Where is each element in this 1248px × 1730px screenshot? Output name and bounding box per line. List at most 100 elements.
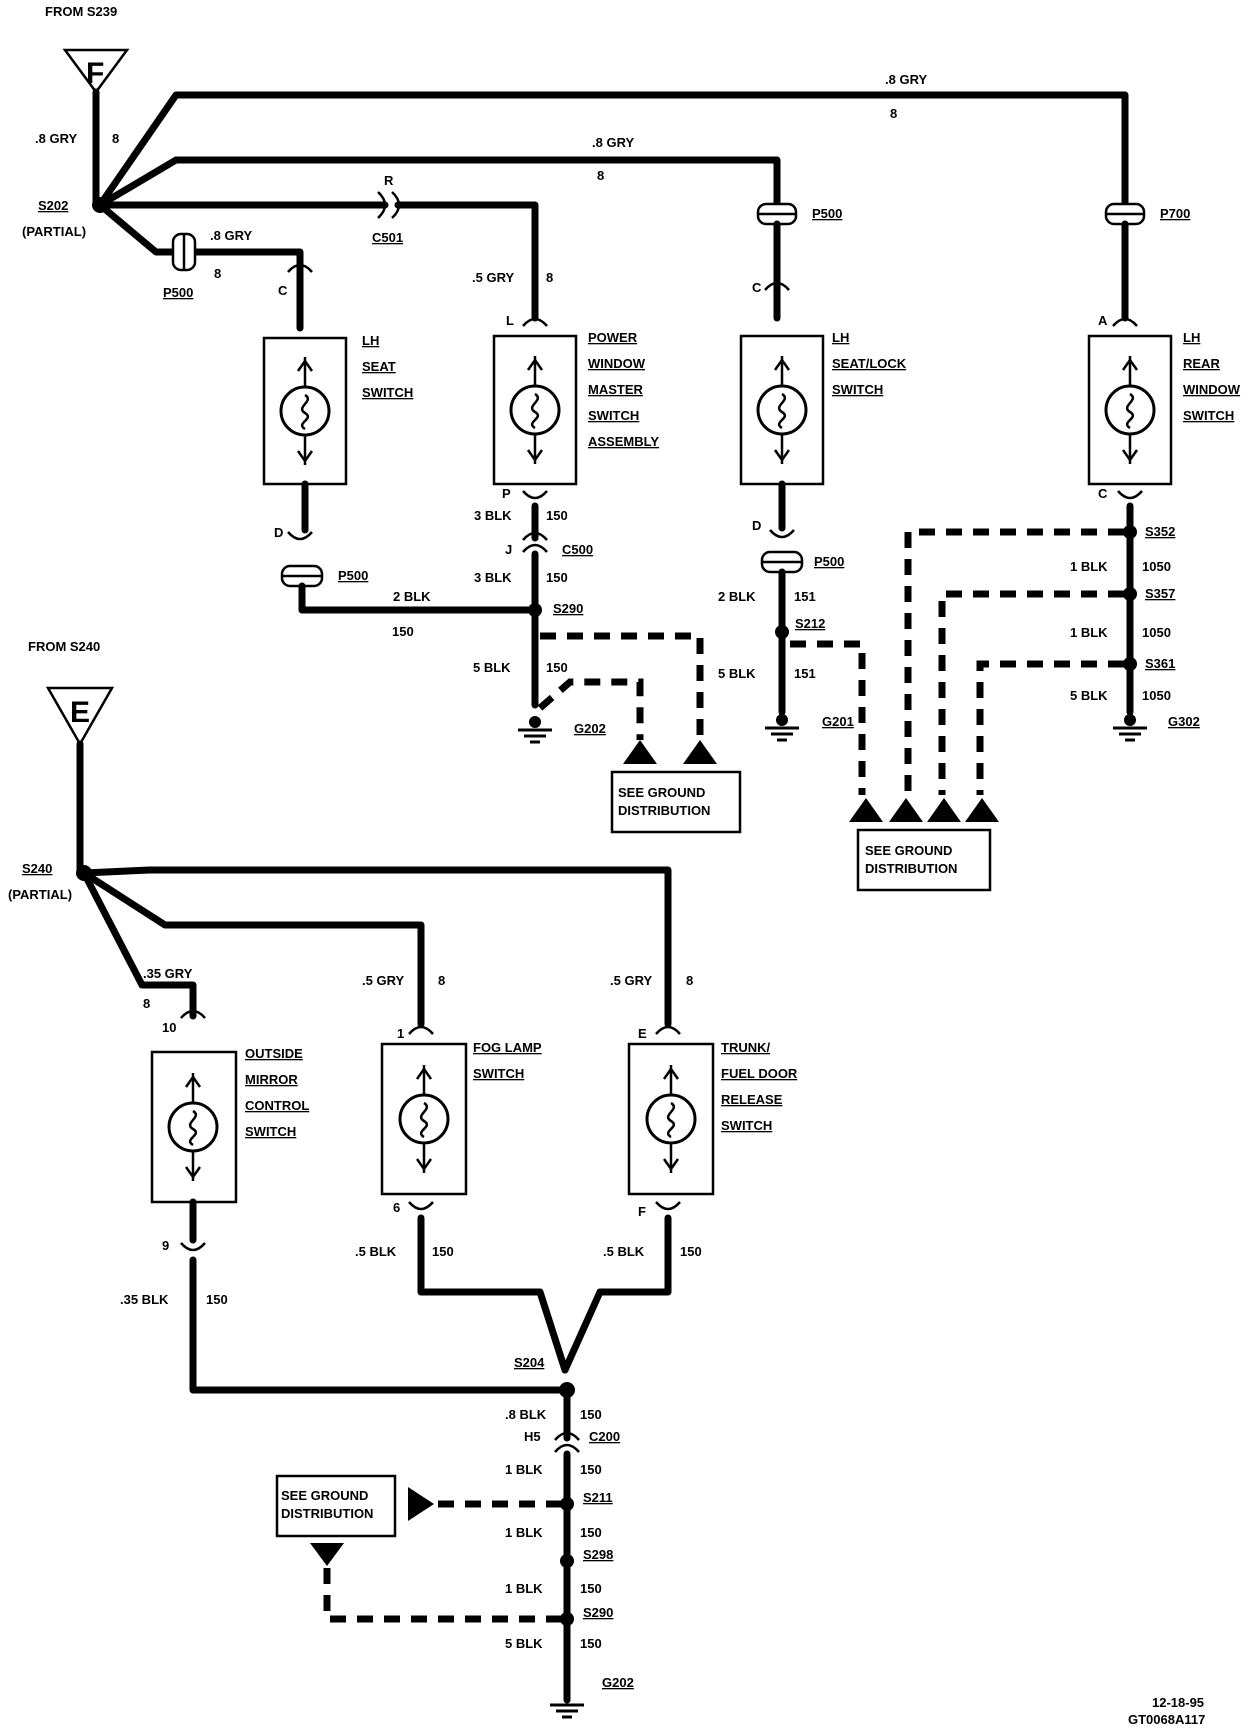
connector-c501	[377, 191, 401, 219]
rear-label-4: SWITCH	[1183, 408, 1234, 423]
connector-c500-bottom	[522, 543, 548, 553]
connector-c200-label: C200	[589, 1429, 620, 1444]
wire-number: 8	[597, 168, 604, 183]
see-ground-c-line2: DISTRIBUTION	[281, 1506, 373, 1521]
pw-pin-bottom: P	[502, 486, 511, 501]
trunk-label-4: SWITCH	[721, 1118, 772, 1133]
mirror-label-3: CONTROL	[245, 1098, 309, 1113]
splice-s361-label: S361	[1145, 656, 1175, 671]
connector-p500-b-label: P500	[812, 206, 842, 221]
splice-s290b-label: S290	[583, 1605, 613, 1620]
connector-c500-label: C500	[562, 542, 593, 557]
splice-s352-label: S352	[1145, 524, 1175, 539]
ground-arrow-icon	[683, 740, 717, 764]
connector-p500-a	[171, 232, 197, 272]
wire-s240-fog	[80, 869, 425, 1028]
ground-arrow-icon	[623, 740, 657, 764]
wire-label: .8 GRY	[210, 228, 252, 243]
seatlock-label-2: SEAT/LOCK	[832, 356, 907, 371]
lh-seat-switch	[262, 261, 348, 541]
connector-c200-top	[554, 1431, 580, 1441]
connector-c501-pin: R	[384, 173, 394, 188]
ref-e-letter: E	[70, 696, 90, 729]
connector-c200-pin: H5	[524, 1429, 541, 1444]
trunk-label-3: RELEASE	[721, 1092, 783, 1107]
wire-label: .8 GRY	[35, 131, 77, 146]
connector-p500-c-label: P500	[338, 568, 368, 583]
wire-number: 151	[794, 666, 816, 681]
outside-mirror-control-switch	[150, 1009, 569, 1394]
wire-number: 150	[546, 570, 568, 585]
mirror-label-2: MIRROR	[245, 1072, 298, 1087]
wire-number: 1050	[1142, 688, 1171, 703]
from-s240-label: FROM S240	[28, 639, 100, 654]
see-ground-box-b	[856, 828, 992, 892]
wire-number: 1050	[1142, 559, 1171, 574]
see-ground-box-c	[275, 1474, 397, 1538]
lh-seat-lock-switch	[739, 281, 825, 539]
see-ground-a-line2: DISTRIBUTION	[618, 803, 710, 818]
seatlock-pin-top: C	[752, 280, 762, 295]
ground-g202b-icon	[548, 1703, 586, 1719]
wire-number: 150	[580, 1636, 602, 1651]
wire-label: .5 BLK	[603, 1244, 645, 1259]
ground-g201-icon	[763, 726, 801, 742]
wire-number: 150	[580, 1525, 602, 1540]
wire-label: 2 BLK	[718, 589, 756, 604]
rear-pin-bottom: C	[1098, 486, 1108, 501]
trunk-label-1: TRUNK/	[721, 1040, 770, 1055]
lh-seat-pin-top: C	[278, 283, 288, 298]
seatlock-label-1: LH	[832, 330, 849, 345]
rear-label-2: REAR	[1183, 356, 1220, 371]
wire-number: 1050	[1142, 625, 1171, 640]
splice-s298	[560, 1554, 574, 1568]
wire-label: 1 BLK	[505, 1525, 543, 1540]
wire-label: 5 BLK	[718, 666, 756, 681]
pw-label-5: ASSEMBLY	[588, 434, 659, 449]
wire-label: .35 BLK	[120, 1292, 169, 1307]
pw-label-1: POWER	[588, 330, 638, 345]
rear-label-3: WINDOW	[1183, 382, 1241, 397]
wire-number: 8	[546, 270, 553, 285]
fog-pin-top: 1	[397, 1026, 404, 1041]
ground-g202-icon	[516, 728, 554, 744]
wire-label: 1 BLK	[505, 1462, 543, 1477]
wire-s240-mirror	[80, 869, 197, 1020]
wire-label: 1 BLK	[1070, 625, 1108, 640]
splice-s211-label: S211	[583, 1490, 613, 1505]
ground-g302-icon	[1111, 726, 1149, 742]
wire-label: 1 BLK	[1070, 559, 1108, 574]
seatlock-label-3: SWITCH	[832, 382, 883, 397]
lh-rear-window-switch	[1087, 317, 1173, 500]
wire-label: 5 BLK	[473, 660, 511, 675]
dashed-ground-4	[904, 528, 1124, 795]
connector-c200-bottom	[554, 1443, 580, 1453]
trunk-pin-top: E	[638, 1026, 647, 1041]
mirror-pin-bottom: 9	[162, 1238, 169, 1253]
splice-s361	[1123, 657, 1137, 671]
wire-number: 150	[546, 660, 568, 675]
wire-number: 150	[680, 1244, 702, 1259]
ground-g201-point	[776, 714, 788, 726]
wire-to-p500-seat	[96, 201, 177, 256]
see-ground-a-line1: SEE GROUND	[618, 785, 705, 800]
connector-c500-top	[522, 531, 548, 541]
fog-lamp-switch	[380, 1025, 569, 1374]
connector-p700-label: P700	[1160, 206, 1190, 221]
wire-label: .5 GRY	[472, 270, 514, 285]
footer-date: 12-18-95	[1152, 1695, 1204, 1710]
splice-s357-label: S357	[1145, 586, 1175, 601]
pw-label-3: MASTER	[588, 382, 644, 397]
ref-triangle-f: F	[62, 48, 130, 95]
see-ground-b-line1: SEE GROUND	[865, 843, 952, 858]
mirror-label-1: OUTSIDE	[245, 1046, 303, 1061]
from-s239-label: FROM S239	[45, 4, 117, 19]
wire-seat-ground	[298, 582, 534, 614]
wire-number: 8	[143, 996, 150, 1011]
lh-seat-label-2: SEAT	[362, 359, 396, 374]
trunk-fuel-door-release-switch	[561, 1025, 715, 1374]
power-window-master-switch	[492, 317, 578, 500]
fog-label-2: SWITCH	[473, 1066, 524, 1081]
wire-label: .5 GRY	[362, 973, 404, 988]
ground-g302-point	[1124, 714, 1136, 726]
